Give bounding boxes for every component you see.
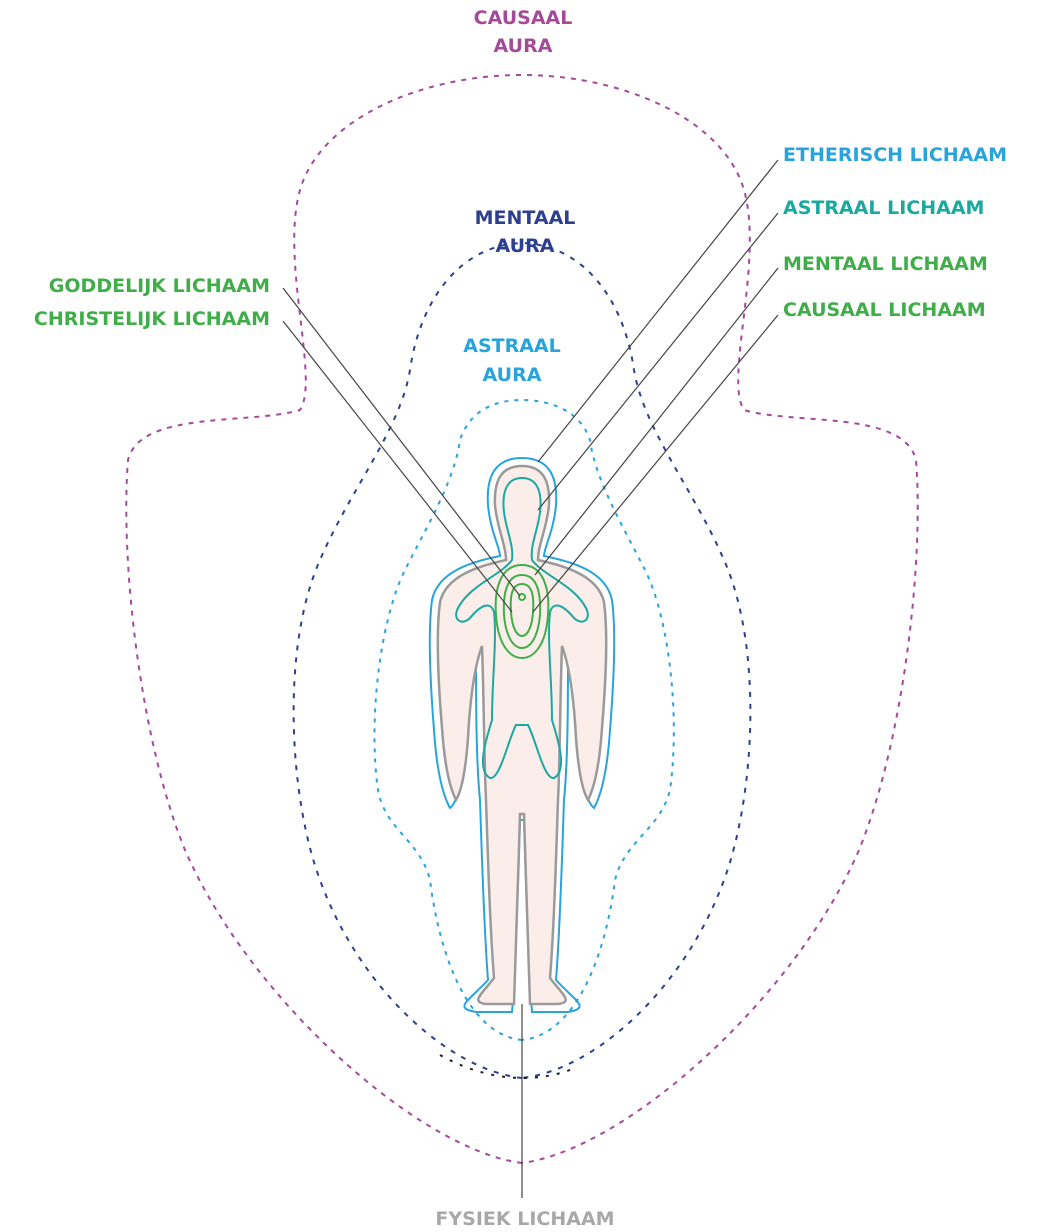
mental-aura-label-line1: MENTAAL <box>475 207 576 229</box>
mental-body-label: MENTAAL LICHAAM <box>783 253 988 275</box>
divine-body-label: GODDELIJK LICHAAM <box>49 275 270 297</box>
christ-body-label: CHRISTELIJK LICHAAM <box>34 308 270 330</box>
etheric-body-label: ETHERISCH LICHAAM <box>783 144 1007 166</box>
astral-aura-label-line1: ASTRAAL <box>463 335 561 357</box>
mental-aura-label-line2: AURA <box>496 235 555 257</box>
leader-line-causal <box>533 315 778 612</box>
leader-line-mental <box>535 268 778 575</box>
leader-line-astral <box>538 213 778 510</box>
physical-body-label: FYSIEK LICHAAM <box>435 1208 614 1230</box>
causal-aura-label-line2: AURA <box>494 35 553 57</box>
causal-body-label: CAUSAAL LICHAAM <box>783 299 986 321</box>
leader-line-etheric <box>538 160 778 462</box>
physical-body-silhouette <box>438 466 606 1004</box>
astral-aura-label-line2: AURA <box>483 364 542 386</box>
astral-body-label: ASTRAAL LICHAAM <box>783 197 984 219</box>
causal-aura-label-line1: CAUSAAL <box>474 7 573 29</box>
